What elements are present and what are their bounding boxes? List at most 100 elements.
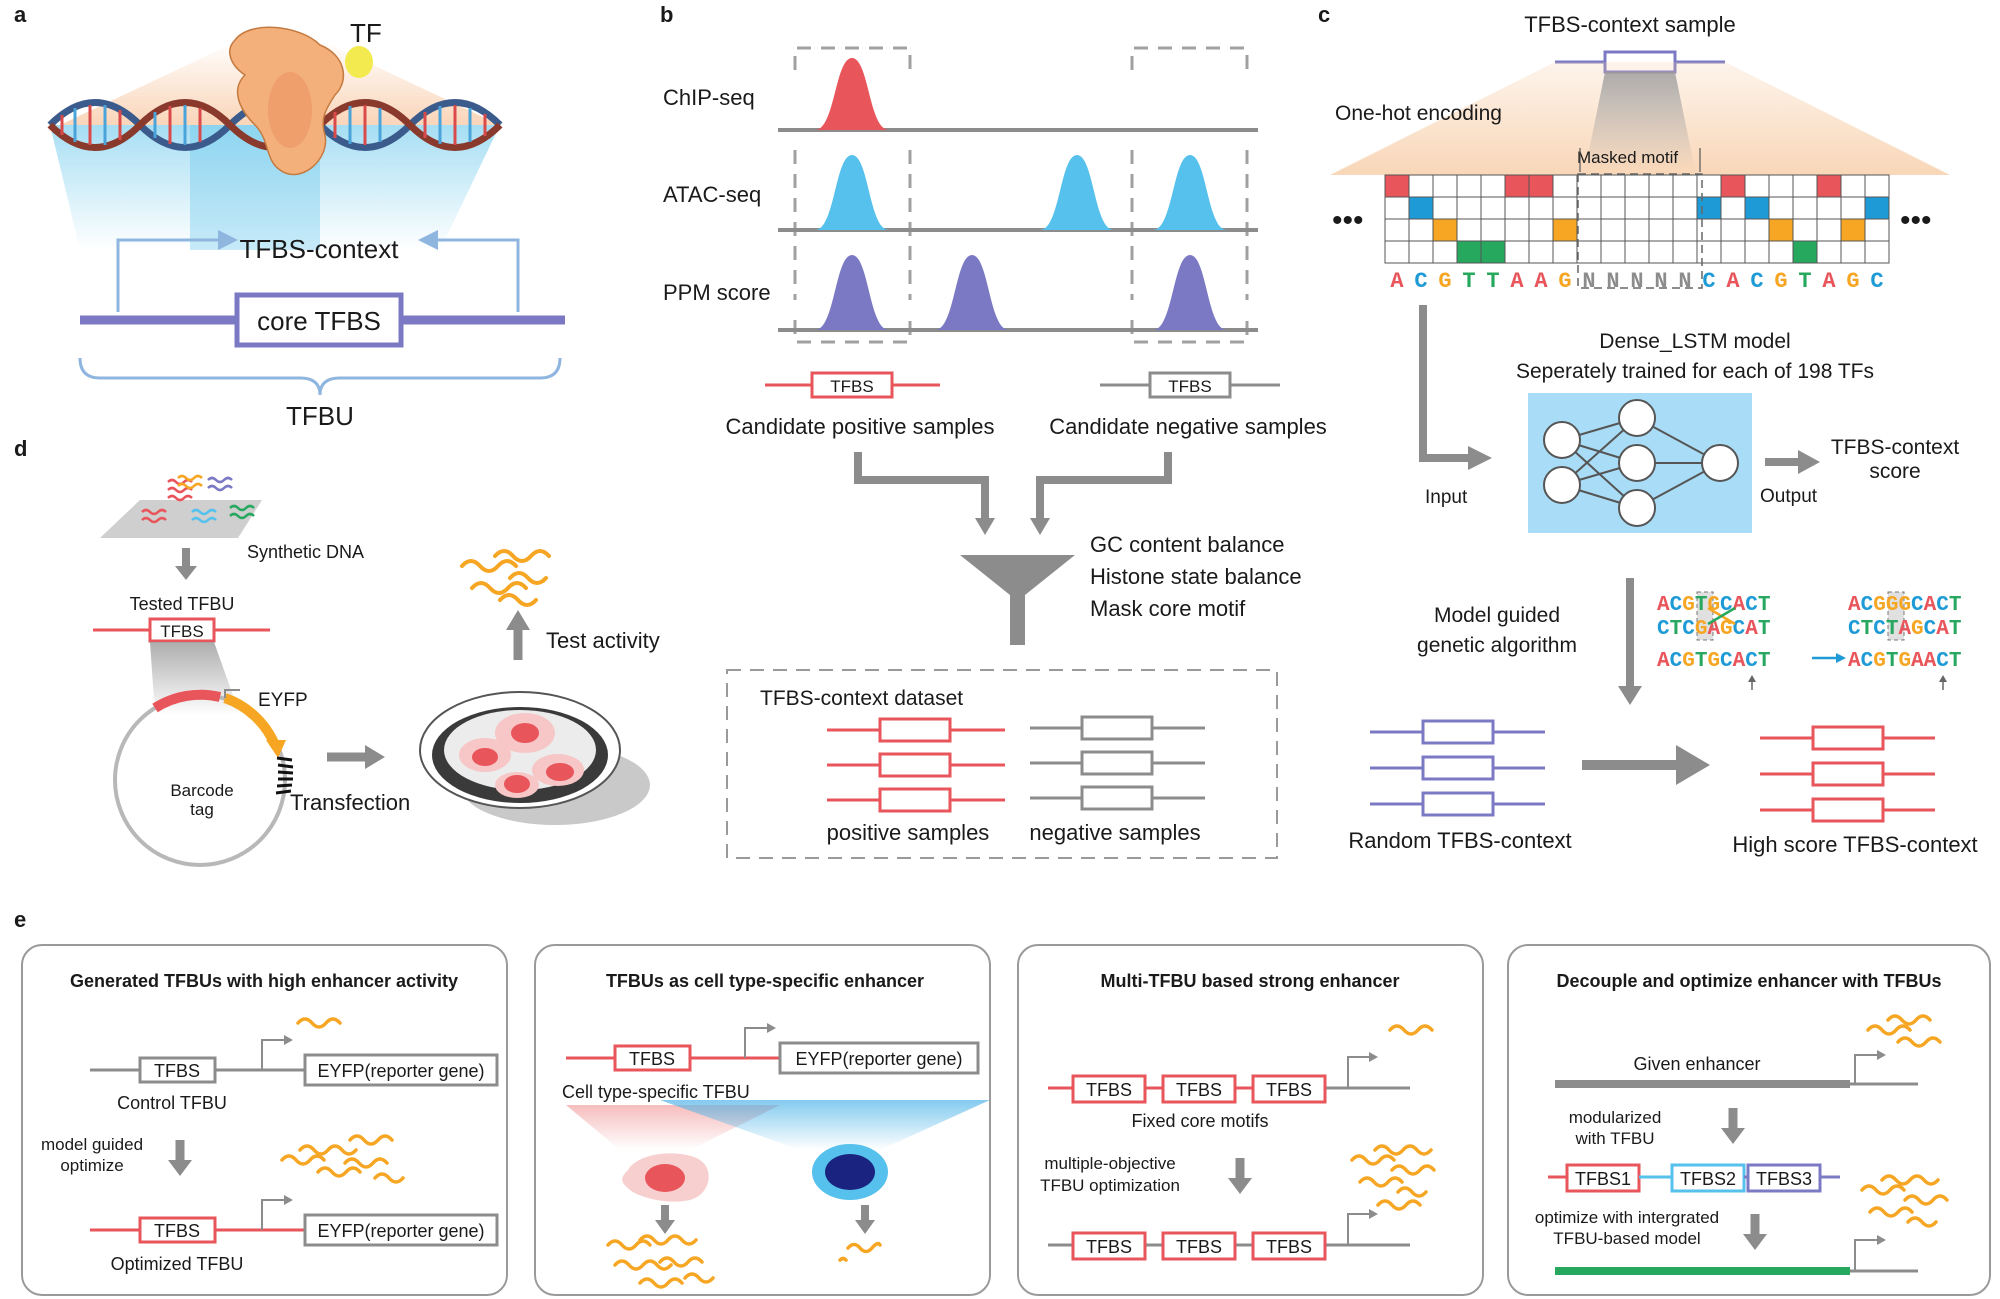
tested-tfbu-box bbox=[148, 617, 216, 643]
one-hot-cell bbox=[1696, 218, 1722, 242]
one-hot-cell bbox=[1552, 196, 1578, 220]
one-hot-cell bbox=[1384, 196, 1410, 220]
panel-letter-e: e bbox=[14, 907, 26, 932]
one-hot-cell bbox=[1456, 196, 1482, 220]
dataset-positive-samples bbox=[827, 717, 1005, 813]
one-hot-cell bbox=[1384, 174, 1410, 198]
box2-promoter-head bbox=[767, 1023, 776, 1033]
filter-gc: GC content balance bbox=[1090, 532, 1284, 557]
one-hot-cell bbox=[1624, 174, 1650, 198]
right-ellipsis: ••• bbox=[1900, 204, 1932, 237]
nn-node bbox=[1543, 466, 1581, 504]
sequence-base: A bbox=[1726, 269, 1740, 294]
core-tfbs-box bbox=[234, 292, 404, 348]
nn-node bbox=[1618, 489, 1656, 527]
box4-arrow-2-head bbox=[1743, 1234, 1767, 1250]
box4-title: Decouple and optimize enhancer with TFBU… bbox=[1556, 971, 1941, 991]
one-hot-cell bbox=[1456, 174, 1482, 198]
one-hot-grid bbox=[1384, 174, 1890, 264]
one-hot-cell bbox=[1792, 218, 1818, 242]
merge-arrow-right bbox=[1036, 452, 1172, 520]
barcode-label-2: tag bbox=[190, 800, 214, 819]
tf-label: TF bbox=[350, 18, 382, 48]
filter-mask: Mask core motif bbox=[1090, 596, 1246, 621]
input-arrow-head bbox=[1468, 446, 1492, 470]
one-hot-cell bbox=[1816, 218, 1842, 242]
box4-promoter-2-head bbox=[1877, 1235, 1886, 1245]
test-activity-label: Test activity bbox=[546, 628, 660, 653]
box1-control-tfbs-text: TFBS bbox=[154, 1061, 200, 1081]
box2-title: TFBUs as cell type-specific enhancer bbox=[606, 971, 924, 991]
sample-title: TFBS-context sample bbox=[1524, 12, 1736, 37]
filter-histone: Histone state balance bbox=[1090, 564, 1302, 589]
cell-type-b-nucleus bbox=[825, 1154, 875, 1190]
transfection-label: Transfection bbox=[290, 790, 410, 815]
box4-promoter-1-head bbox=[1877, 1050, 1886, 1060]
mutation-after: ACGTGAACT bbox=[1848, 650, 1961, 673]
one-hot-cell bbox=[1792, 240, 1818, 264]
box1-promoter-2-head bbox=[284, 1195, 293, 1205]
transfection-arrow-head bbox=[365, 745, 385, 769]
eyfp-label: EYFP bbox=[258, 690, 308, 711]
filter-funnel bbox=[960, 555, 1075, 645]
track-label-ppm: PPM score bbox=[663, 280, 771, 305]
one-hot-cell bbox=[1720, 196, 1746, 220]
test-activity-arrow-head bbox=[506, 610, 530, 630]
box4-tfbs2-text: TFBS2 bbox=[1680, 1169, 1736, 1189]
one-hot-cell bbox=[1384, 240, 1410, 264]
crossover-child-1: ACGGGCACT bbox=[1848, 594, 1961, 617]
one-hot-cell bbox=[1576, 174, 1602, 198]
sequence-base: G bbox=[1774, 269, 1787, 294]
one-hot-cell bbox=[1816, 196, 1842, 220]
one-hot-cell bbox=[1528, 174, 1554, 198]
box3-tfbs-row-2 bbox=[1071, 1231, 1327, 1261]
sequence-base: N bbox=[1678, 269, 1691, 294]
one-hot-cell bbox=[1456, 218, 1482, 242]
one-hot-cell bbox=[1480, 240, 1506, 264]
peak-chip bbox=[815, 58, 889, 130]
one-hot-cell bbox=[1840, 218, 1866, 242]
score-label-1: TFBS-context bbox=[1831, 436, 1960, 459]
ga-label-2: genetic algorithm bbox=[1417, 634, 1577, 657]
sequence-base: N bbox=[1654, 269, 1667, 294]
model-title: Dense_LSTM model bbox=[1599, 330, 1790, 353]
eyfp-gene bbox=[223, 693, 280, 748]
track-label-atac: ATAC-seq bbox=[663, 182, 761, 207]
peak-ppm-1 bbox=[815, 255, 889, 330]
peak-atac-1 bbox=[815, 155, 889, 230]
one-hot-cell bbox=[1432, 218, 1458, 242]
peak-atac-3 bbox=[1153, 155, 1227, 230]
nn-node bbox=[1701, 444, 1739, 482]
one-hot-cell bbox=[1552, 218, 1578, 242]
one-hot-cell bbox=[1768, 218, 1794, 242]
one-hot-cell bbox=[1456, 240, 1482, 264]
model-subtitle: Seperately trained for each of 198 TFs bbox=[1516, 360, 1874, 383]
improve-arrow-head bbox=[1676, 745, 1710, 785]
box3-mrna-1 bbox=[1388, 1024, 1434, 1036]
tfbu-brace bbox=[78, 357, 562, 396]
mut-pointer-2-head bbox=[1939, 675, 1947, 682]
cell-type-a-nucleus bbox=[645, 1164, 685, 1192]
box2-beam-blue bbox=[660, 1100, 990, 1150]
positive-samples-label: positive samples bbox=[827, 820, 990, 845]
sequence-base: N bbox=[1606, 269, 1619, 294]
box1-mrna-many bbox=[280, 1134, 405, 1184]
box1-optimized-tfbs bbox=[138, 1216, 217, 1244]
box1-control-label: Control TFBU bbox=[117, 1093, 227, 1113]
crossover-parent-2: CTCGAGCAT bbox=[1657, 618, 1770, 641]
sequence-base: G bbox=[1438, 269, 1451, 294]
box2-mrna-high bbox=[606, 1234, 715, 1289]
high-score-samples bbox=[1760, 725, 1935, 823]
ga-sequences: ACGTGCACTCTCGAGCATACGGGCACTCTCTAGCATACGT… bbox=[1657, 591, 1961, 673]
box4-tfbs3-text: TFBS3 bbox=[1756, 1169, 1812, 1189]
one-hot-cell bbox=[1648, 196, 1674, 220]
panel-letter-c: c bbox=[1318, 2, 1330, 27]
one-hot-cell bbox=[1384, 218, 1410, 242]
one-hot-cell bbox=[1672, 240, 1698, 264]
one-hot-cell bbox=[1768, 240, 1794, 264]
mutation-arrow-head bbox=[1836, 653, 1846, 663]
box3-tfbs-1c: TFBS bbox=[1266, 1080, 1312, 1100]
output-label: Output bbox=[1760, 486, 1818, 507]
merge-arrow-left bbox=[854, 452, 989, 520]
one-hot-cell bbox=[1504, 218, 1530, 242]
